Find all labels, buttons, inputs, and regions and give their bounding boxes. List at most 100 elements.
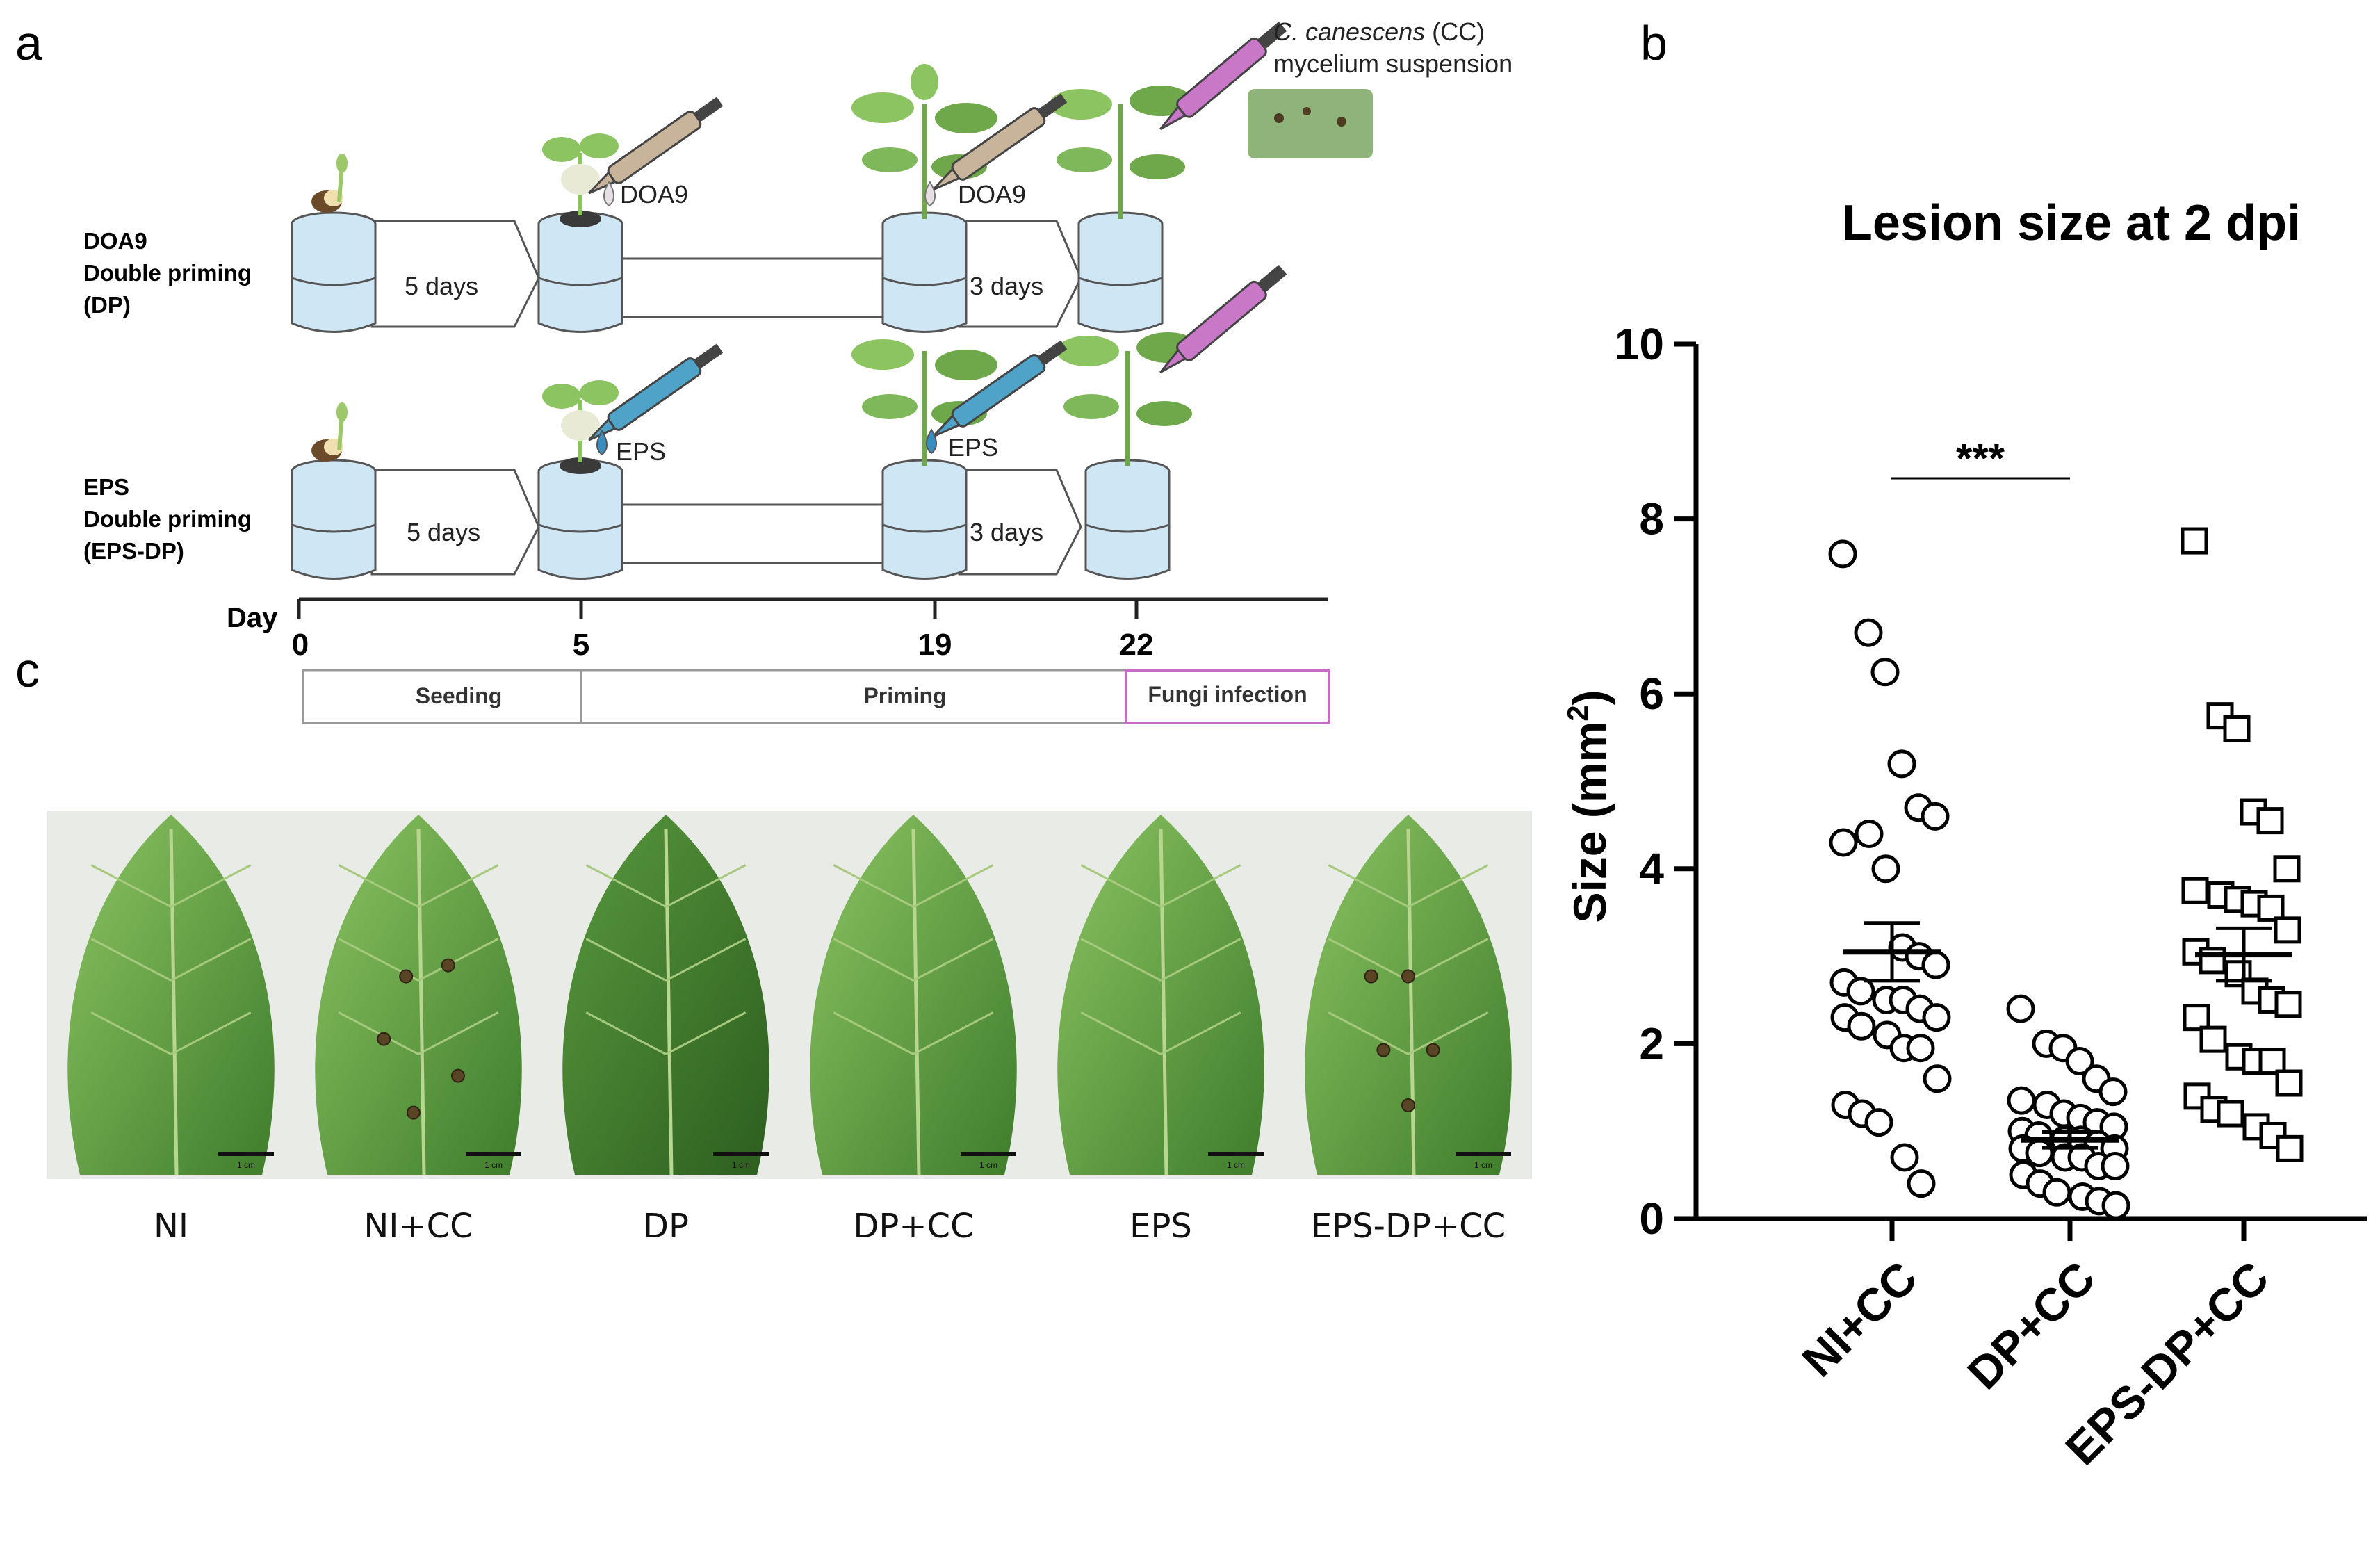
leaf-vein <box>418 938 499 982</box>
y-tick-label: 8 <box>1639 494 1664 544</box>
lesion-spot <box>450 1068 465 1083</box>
leaf-vein <box>585 1011 667 1055</box>
leaf-vein <box>665 938 747 982</box>
y-tick-label: 0 <box>1639 1194 1664 1244</box>
lesion-spot <box>1364 969 1378 984</box>
row-eps-dp: EPS Double priming (EPS-DP) 5 days 3 day… <box>83 264 1287 580</box>
leaf-vein <box>338 1011 419 1055</box>
data-point <box>1906 1034 1935 1063</box>
y-tick-label: 6 <box>1639 669 1664 719</box>
y-axis-label: Size (mm2) <box>1561 690 1615 922</box>
leaf-vein <box>418 864 499 908</box>
leaf-label: EPS <box>1130 1207 1192 1246</box>
timeline-day-5: 5 <box>573 628 589 662</box>
leaf-vein <box>585 938 667 982</box>
leaf-label: NI <box>154 1207 188 1246</box>
pipette-icon <box>932 93 1068 191</box>
data-point <box>2273 855 2301 883</box>
leaf-vein <box>1160 864 1241 908</box>
leaf-vein <box>1408 864 1489 908</box>
data-point <box>1890 1143 1919 1172</box>
chart-title: Lesion size at 2 dpi <box>1842 195 2301 251</box>
pipette-icon <box>932 340 1068 438</box>
lesion-spot <box>399 969 414 984</box>
data-point <box>2101 1191 2130 1220</box>
pathogen-label-line2: mycelium suspension <box>1273 49 1513 78</box>
y-tick-label: 10 <box>1615 319 1664 369</box>
data-point <box>1922 1003 1951 1032</box>
data-point <box>2042 1178 2071 1207</box>
timeline-day-0: 0 <box>292 628 309 662</box>
data-point <box>1871 854 1900 884</box>
lesion-spot <box>1401 1098 1415 1112</box>
leaf-label: DP+CC <box>853 1207 973 1246</box>
leaf-vein <box>585 864 667 908</box>
leaf-vein <box>833 1011 914 1055</box>
data-point <box>2274 916 2301 944</box>
data-point <box>1870 658 1900 687</box>
phase-seeding-label: Seeding <box>416 683 502 708</box>
pot-icon <box>1077 211 1164 333</box>
data-point <box>1864 1108 1893 1137</box>
phase-seeding <box>302 669 582 724</box>
lesion-spot <box>1426 1043 1440 1057</box>
data-point <box>2275 1069 2303 1097</box>
leaf-photo <box>67 815 275 1175</box>
data-point <box>2217 1100 2244 1128</box>
seed-icon <box>311 402 348 462</box>
plant-icon <box>1050 86 1192 219</box>
leaf-vein <box>90 938 172 982</box>
scale-bar-label: 1 cm <box>237 1160 255 1170</box>
lesion-icon <box>1303 107 1311 115</box>
phase-priming <box>580 669 1127 724</box>
leaf-vein <box>1080 938 1162 982</box>
row-dp-name-line3: (DP) <box>83 292 131 318</box>
scale-bar-label: 1 cm <box>1474 1160 1492 1170</box>
leaf-label: EPS-DP+CC <box>1311 1207 1506 1246</box>
scale-bar-label: 1 cm <box>1227 1160 1245 1170</box>
phase-infection <box>1125 669 1330 724</box>
leaf-vein <box>833 864 914 908</box>
data-point <box>2101 1152 2130 1181</box>
row-eps-interval-1: 5 days <box>407 518 480 546</box>
pathogen-label-italic: C. canescens <box>1273 17 1425 46</box>
data-point <box>2276 1134 2304 1162</box>
data-point <box>2098 1077 2128 1107</box>
data-point <box>1887 749 1916 779</box>
leaf-photo <box>315 815 522 1175</box>
timeline-day-22: 22 <box>1120 628 1154 662</box>
y-tick-label: 2 <box>1639 1018 1664 1068</box>
x-tick-label: DP+CC <box>1957 1252 2105 1399</box>
pot-icon <box>291 211 377 333</box>
leaf-photo <box>1057 815 1264 1175</box>
data-point <box>2199 1025 2227 1053</box>
data-point <box>1846 977 1875 1006</box>
drop-icon <box>926 428 937 455</box>
leaf-vein <box>90 864 172 908</box>
data-point <box>1828 539 1857 569</box>
lesion-spot <box>441 958 455 973</box>
leaf-midrib <box>1406 828 1416 1175</box>
drop-icon <box>924 181 936 207</box>
leaf-vein <box>1160 938 1241 982</box>
leaf-vein <box>1328 938 1409 982</box>
scale-bar-label: 1 cm <box>979 1160 997 1170</box>
leaf-vein <box>1328 864 1409 908</box>
lesion-icon <box>1274 113 1284 123</box>
panel-c-label: c <box>15 643 40 697</box>
pipette-icon <box>588 97 724 195</box>
data-point <box>1847 1011 1876 1041</box>
pipette-icon <box>1159 264 1287 374</box>
drop-icon <box>603 181 614 207</box>
data-point <box>1921 802 1950 831</box>
leaf-photo <box>1305 815 1512 1175</box>
significance-stars: *** <box>1956 435 2005 482</box>
plant-icon <box>1057 332 1199 466</box>
phase-priming-label: Priming <box>863 683 946 708</box>
data-point <box>2181 877 2209 904</box>
data-point <box>2223 715 2251 743</box>
data-point <box>2181 527 2208 555</box>
data-point <box>1923 1064 1952 1093</box>
y-axis-label-sup: 2 <box>1561 705 1594 721</box>
